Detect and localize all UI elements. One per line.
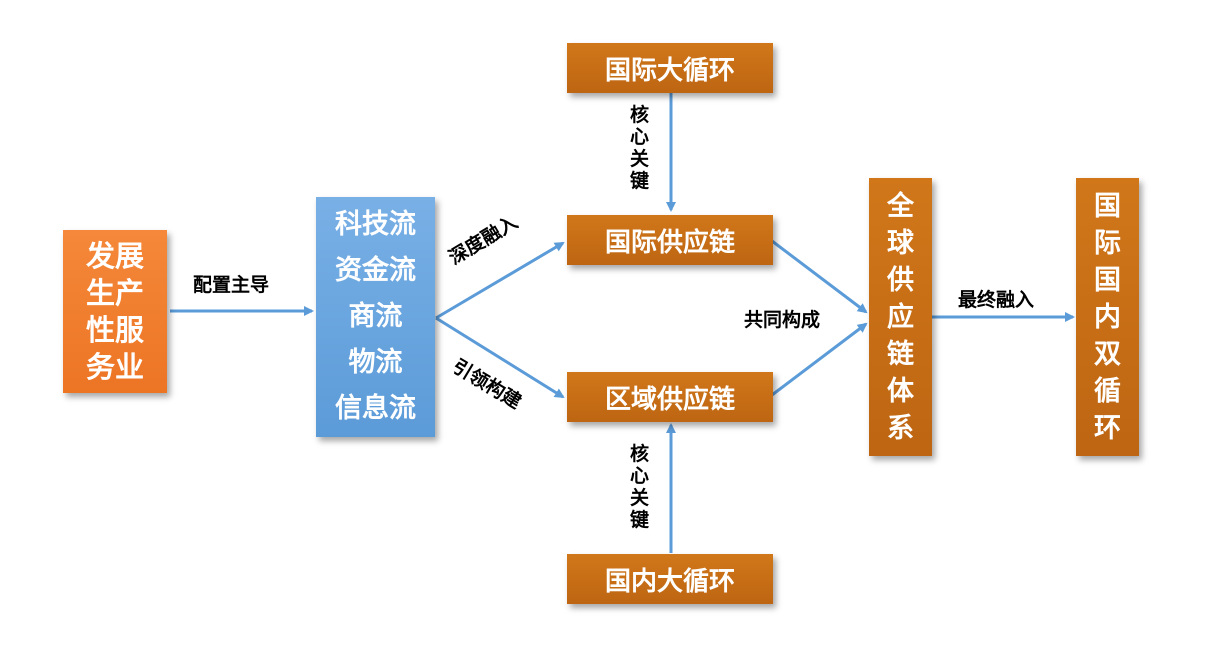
flow-item: 科技流 [335, 209, 416, 240]
domestic-big-cycle-box: 国内大循环 [567, 554, 773, 604]
core-key-top-char: 键 [630, 170, 650, 192]
label-final-integrate: 最终融入 [958, 289, 1035, 311]
label-core-key-top: 核 心 关 键 [630, 104, 649, 192]
arrow-regional-chain-to-global-system [771, 322, 868, 397]
core-key-bottom-char: 键 [630, 509, 650, 531]
label-allocate-lead: 配置主导 [193, 274, 270, 296]
intl-big-cycle-box: 国际大循环 [567, 43, 773, 93]
arrow-flows-to-intl-chain [435, 241, 565, 320]
label-jointly-form: 共同构成 [744, 309, 821, 331]
core-key-top-char: 心 [630, 126, 650, 148]
global-supply-system-char: 供 [887, 264, 914, 296]
global-supply-system-char: 全 [887, 190, 914, 222]
flow-item: 资金流 [335, 255, 416, 286]
dual-cycle-box: 国 际 国 内 双 循 环 [1076, 178, 1139, 456]
flow-item: 信息流 [335, 393, 416, 424]
producer-services-line: 务业 [85, 349, 144, 384]
flow-item: 物流 [348, 347, 403, 378]
producer-services-line: 性服 [85, 312, 144, 347]
dual-cycle-char: 环 [1094, 412, 1121, 444]
producer-services-line: 生产 [85, 275, 144, 310]
flows-box: 科技流 资金流 商流 物流 信息流 [316, 197, 435, 437]
dual-cycle-char: 国 [1094, 190, 1121, 222]
regional-supply-chain-box: 区域供应链 [567, 372, 773, 422]
dual-cycle-char: 循 [1094, 375, 1121, 407]
producer-services-line: 发展 [85, 238, 144, 273]
flow-item: 商流 [348, 301, 403, 332]
dual-cycle-char: 双 [1094, 338, 1121, 370]
core-key-bottom-char: 心 [630, 465, 650, 487]
label-core-key-bottom: 核 心 关 键 [630, 443, 649, 531]
global-supply-system-char: 球 [887, 227, 914, 259]
dual-cycle-char: 际 [1094, 227, 1121, 259]
intl-big-cycle-label: 国际大循环 [604, 55, 735, 86]
producer-services-box: 发展 生产 性服 务业 [63, 230, 167, 393]
global-supply-system-char: 应 [887, 301, 914, 333]
domestic-big-cycle-label: 国内大循环 [604, 566, 735, 597]
core-key-top-char: 关 [630, 148, 650, 170]
regional-supply-chain-label: 区域供应链 [604, 384, 735, 415]
intl-supply-chain-box: 国际供应链 [567, 215, 773, 265]
global-supply-system-char: 系 [887, 412, 914, 444]
core-key-bottom-char: 核 [630, 443, 650, 465]
dual-cycle-char: 内 [1094, 301, 1121, 333]
core-key-top-char: 核 [630, 104, 650, 126]
core-key-bottom-char: 关 [630, 487, 650, 509]
global-supply-system-char: 体 [887, 375, 914, 407]
dual-cycle-char: 国 [1094, 264, 1121, 296]
global-supply-system-box: 全 球 供 应 链 体 系 [869, 178, 932, 456]
arrow-intl-chain-to-global-system [771, 239, 868, 314]
arrow-flows-to-regional-chain [435, 316, 565, 399]
intl-supply-chain-label: 国际供应链 [604, 227, 735, 258]
global-supply-system-char: 链 [887, 338, 914, 370]
